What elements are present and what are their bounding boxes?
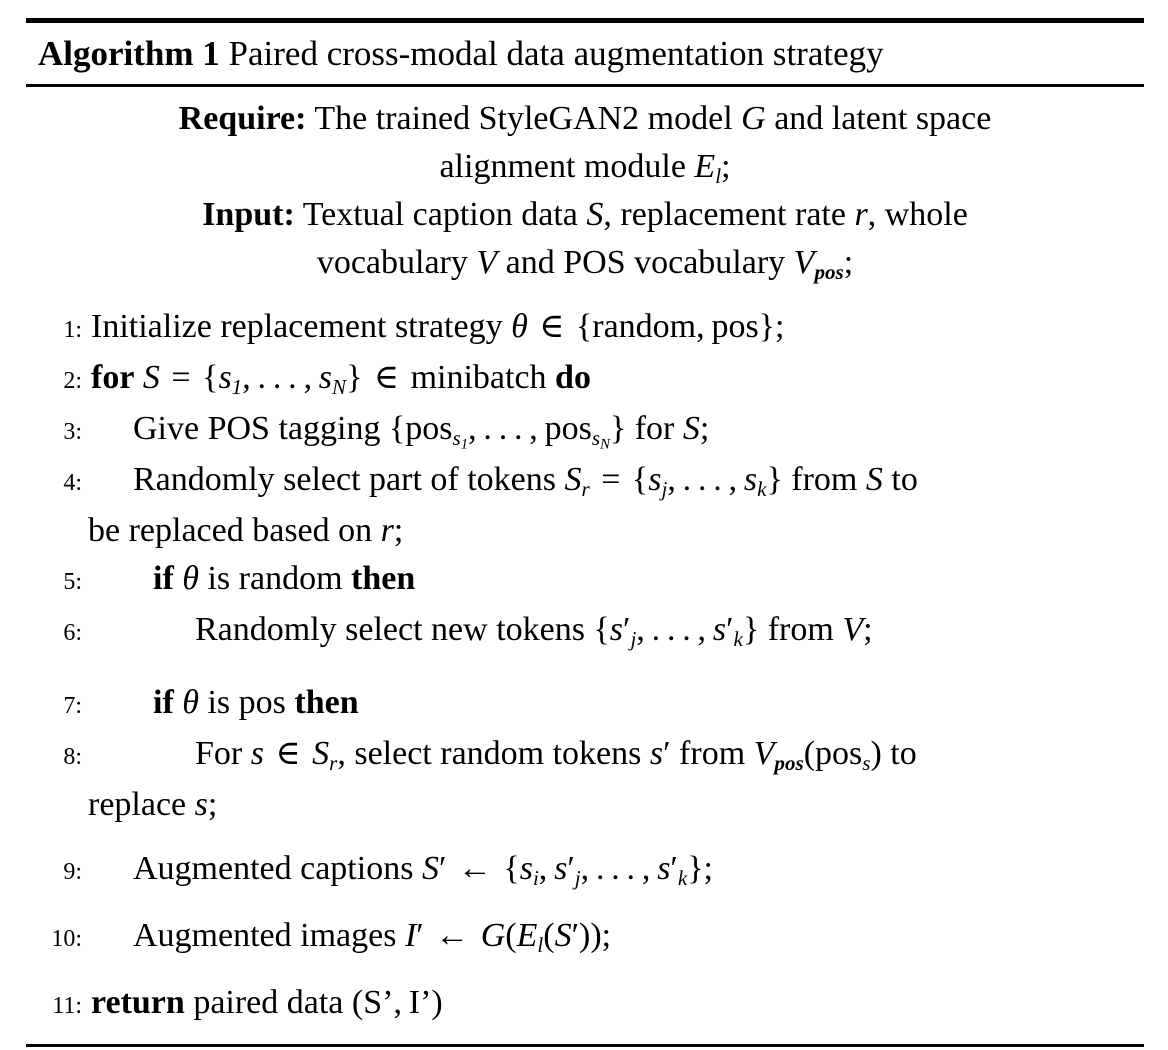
line-number-4: 4: (63, 470, 82, 496)
require-text-line1: The trained StyleGAN2 model G and latent… (314, 100, 992, 137)
header-body-gap (26, 287, 1144, 303)
algorithm-line-10: 10: Augmented images I′ ← G(El(S′)); (26, 912, 1144, 963)
block-gap-4 (26, 963, 1144, 979)
line-content-9: Augmented captions S′ ← {si, s′j, . . . … (133, 850, 713, 890)
algorithm-title: Algorithm 1 Paired cross-modal data augm… (26, 23, 1144, 84)
algorithm-line-9: 9: Augmented captions S′ ← {si, s′j, . .… (26, 845, 1144, 896)
algorithm-line-11: 11: return paired data (S’, I’) (26, 979, 1144, 1030)
algorithm-block: Algorithm 1 Paired cross-modal data augm… (26, 18, 1144, 1047)
line-content-10: Augmented images I′ ← G(El(S′)); (133, 917, 612, 957)
algorithm-line-8: 8: For s ∈ Sr, select random tokens s′ f… (26, 730, 1144, 781)
input-label: Input: (202, 196, 295, 233)
algorithm-line-3: 3: Give POS tagging {poss1, . . . , poss… (26, 405, 1144, 456)
line-content-8: For s ∈ Sr, select random tokens s′ from… (195, 735, 917, 775)
line-number-10: 10: (51, 926, 82, 952)
line-number-6: 6: (63, 620, 82, 646)
line-content-3: Give POS tagging {poss1, . . . , possN} … (133, 410, 710, 453)
line-number-3: 3: (63, 419, 82, 445)
line-number-1: 1: (63, 317, 82, 343)
line-number-5: 5: (63, 569, 82, 595)
line-content-6: Randomly select new tokens {s′j, . . . ,… (195, 611, 873, 651)
line-number-11: 11: (52, 993, 82, 1019)
algorithm-line-4: 4: Randomly select part of tokens Sr = {… (26, 456, 1144, 507)
algorithm-line-8-continuation: replace s; (88, 786, 218, 823)
line-content-7: if θ is pos then (153, 684, 359, 721)
line-content-4: Randomly select part of tokens Sr = {sj,… (133, 461, 918, 501)
input-text-line2: vocabulary V and POS vocabulary Vpos; (316, 244, 854, 284)
line-content-5: if θ is random then (153, 560, 416, 597)
algorithm-line-1: 1: Initialize replacement strategy θ ∈ {… (26, 303, 1144, 354)
line-number-9: 9: (63, 859, 82, 885)
algorithm-body: Require: The trained StyleGAN2 model G a… (26, 87, 1144, 1044)
algorithm-title-keyword: Algorithm 1 (38, 34, 220, 73)
algorithm-line-6: 6: Randomly select new tokens {s′j, . . … (26, 606, 1144, 657)
line-content-1: Initialize replacement strategy θ ∈ {ran… (91, 308, 785, 345)
algorithm-title-spacer (220, 34, 229, 73)
line-content-2: for S = {s1, . . . , sN} ∈ minibatch do (91, 359, 591, 399)
algorithm-line-5: 5: if θ is random then (26, 555, 1144, 606)
algorithm-line-4-continuation: be replaced based on r; (88, 512, 404, 549)
algorithm-bottom-rule (26, 1044, 1144, 1047)
algorithm-title-rule (26, 84, 1144, 87)
input-block: Input: Textual caption data S, replaceme… (26, 191, 1144, 239)
require-label: Require: (178, 100, 307, 137)
algorithm-title-text: Paired cross-modal data augmentation str… (228, 34, 884, 73)
require-block: Require: The trained StyleGAN2 model G a… (26, 95, 1144, 143)
line-content-11: return paired data (S’, I’) (91, 984, 443, 1021)
algorithm-line-2: 2: for S = {s1, . . . , sN} ∈ minibatch … (26, 354, 1144, 405)
require-text-line2: alignment module El; (439, 148, 731, 188)
line-number-2: 2: (63, 368, 82, 394)
input-text-line1: Textual caption data S, replacement rate… (302, 196, 968, 233)
line-number-8: 8: (63, 744, 82, 770)
block-gap-3 (26, 896, 1144, 912)
algorithm-line-7: 7: if θ is pos then (26, 679, 1144, 730)
algorithm-top-rule (26, 18, 1144, 23)
block-gap-1 (26, 657, 1144, 679)
line-number-7: 7: (63, 693, 82, 719)
block-gap-2 (26, 829, 1144, 845)
